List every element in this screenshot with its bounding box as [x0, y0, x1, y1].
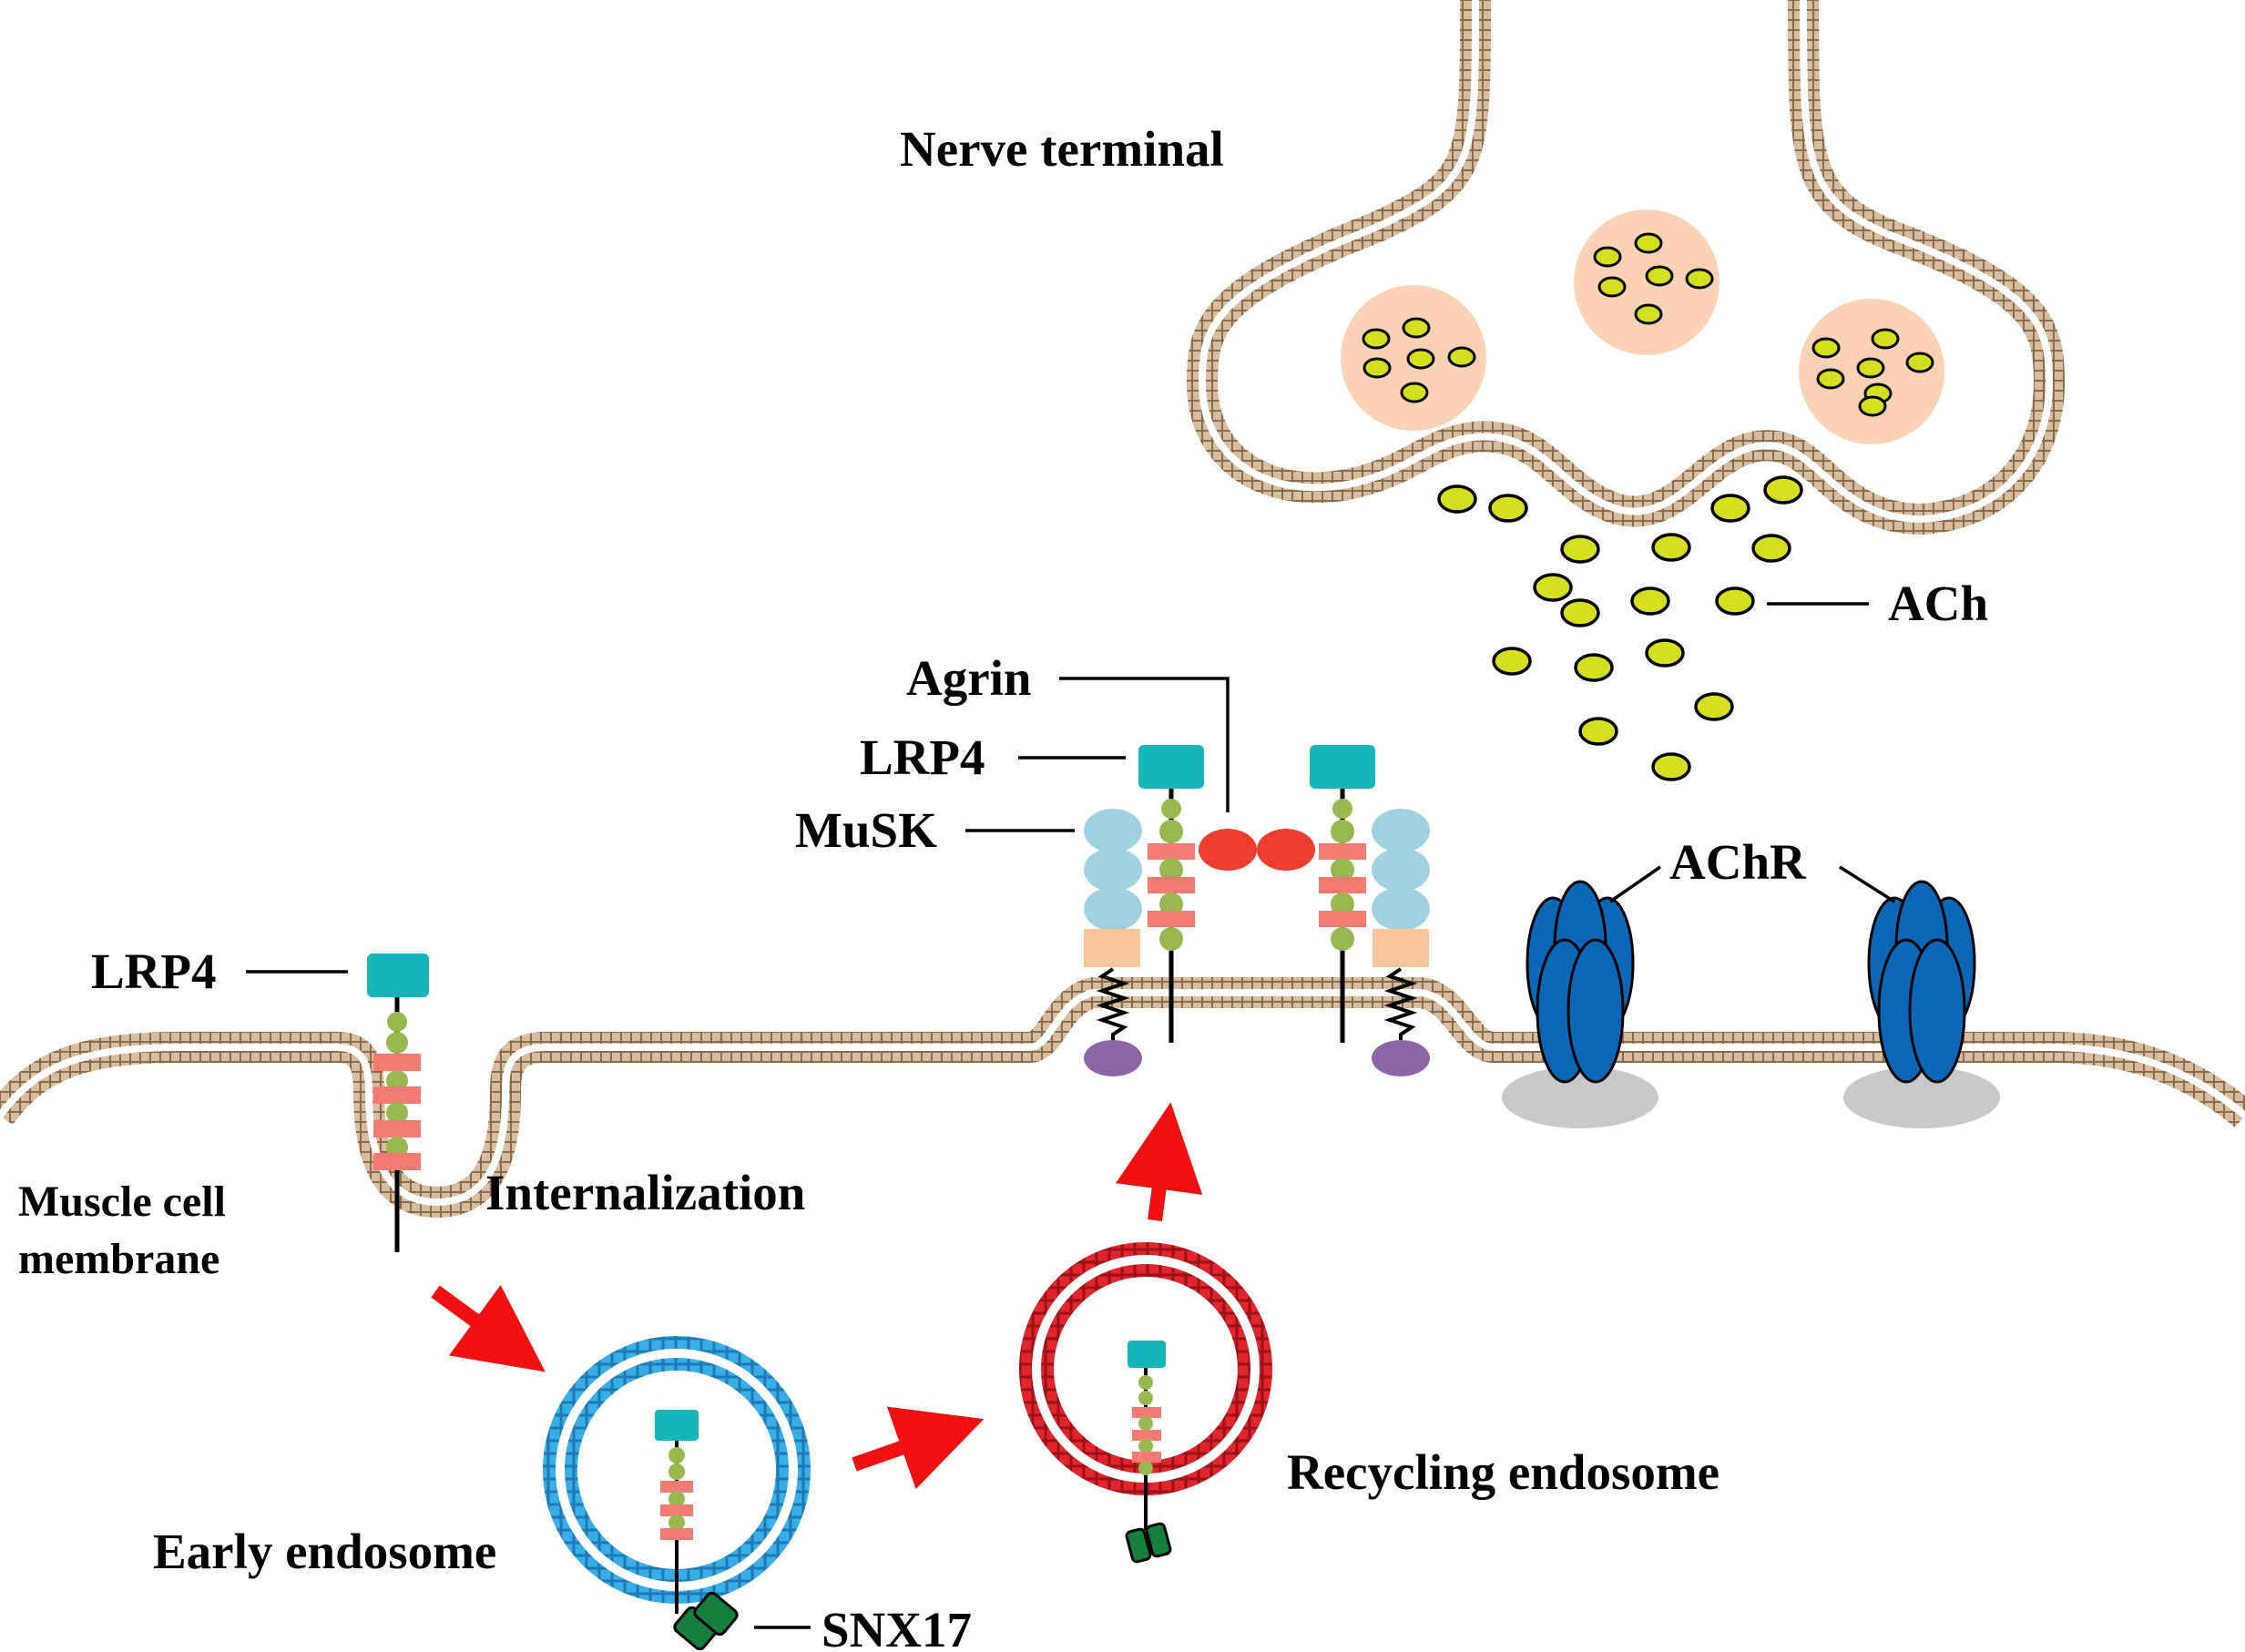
achr-label: AChR	[1669, 834, 1807, 890]
released-ach	[1437, 475, 1803, 781]
arrow-to-recycling-endosome	[852, 1406, 985, 1490]
lrp4-left-label: LRP4	[91, 943, 217, 999]
agrin-label: Agrin	[906, 650, 1032, 706]
nerve-terminal	[1186, 0, 2066, 781]
nerve-terminal-label: Nerve terminal	[900, 121, 1224, 177]
leader-lines	[246, 602, 1895, 1629]
achr-right	[1843, 880, 2000, 1128]
lrp4-internalizing	[367, 953, 429, 1252]
synaptic-vesicle	[1574, 209, 1719, 355]
agrin	[1199, 829, 1315, 871]
muscle-cell-membrane-label-line2: membrane	[18, 1235, 219, 1283]
trafficking-arrows	[431, 1102, 1203, 1490]
lrp4-right-complex	[1310, 745, 1375, 1043]
arrow-to-membrane	[1116, 1102, 1203, 1222]
arrow-to-early-endosome	[431, 1284, 546, 1372]
snx17-recycling	[1125, 1522, 1172, 1564]
internalization-label: Internalization	[485, 1165, 805, 1220]
lrp4-left-complex	[1138, 745, 1204, 1043]
muscle-cell-membrane-label-line1: Muscle cell	[18, 1178, 226, 1226]
musk-right	[1372, 809, 1430, 1076]
achr-left	[1502, 880, 1658, 1128]
recycling-endosome	[1019, 1242, 1272, 1564]
recycling-endosome-label: Recycling endosome	[1287, 1444, 1719, 1500]
lrp4-top-label: LRP4	[860, 729, 985, 785]
musk-left	[1084, 809, 1142, 1076]
early-endosome	[543, 1336, 811, 1651]
snx17-label: SNX17	[821, 1602, 972, 1652]
early-endosome-label: Early endosome	[153, 1524, 496, 1579]
musk-label: MuSK	[795, 802, 937, 858]
muscle-cell-membrane	[0, 977, 2245, 1219]
ach-label: ACh	[1888, 576, 1988, 631]
synaptic-vesicle	[1799, 299, 1944, 444]
agrin-lrp4-musk-complex	[1084, 745, 1430, 1076]
snx17-early	[673, 1591, 739, 1651]
synaptic-vesicle	[1341, 285, 1486, 431]
